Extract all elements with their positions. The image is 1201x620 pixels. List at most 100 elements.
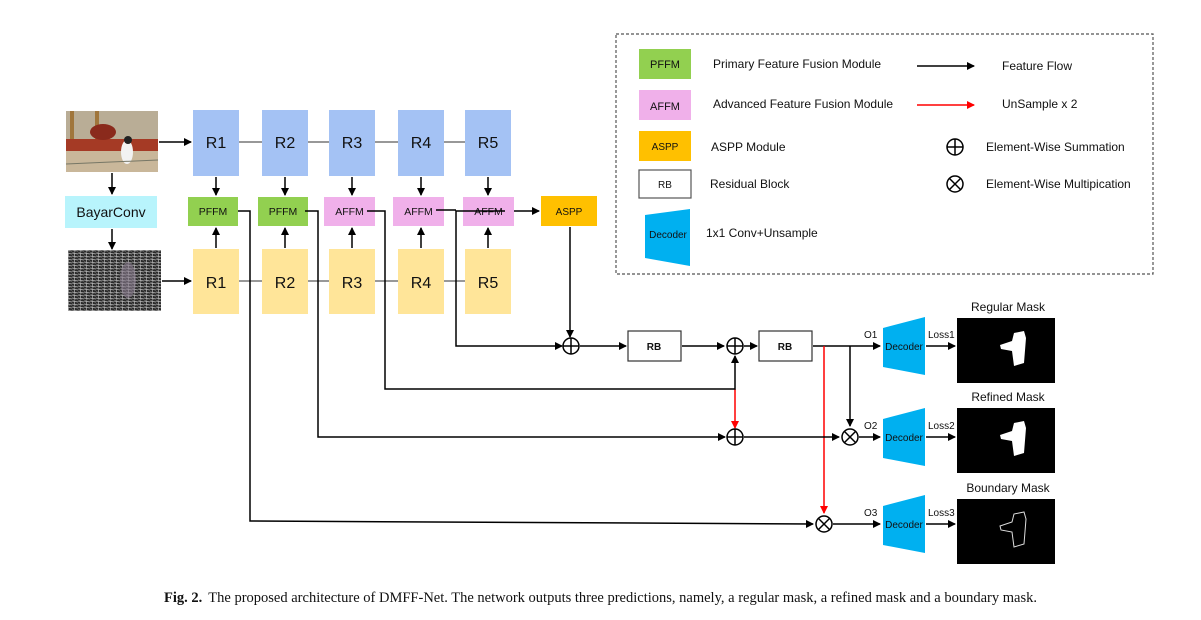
rb-block-1 bbox=[627, 330, 682, 362]
noise-block-label: R2 bbox=[275, 275, 296, 292]
pffm-block-2 bbox=[258, 197, 308, 226]
loss-label: Loss3 bbox=[928, 508, 955, 519]
legend-upsample-text: UnSample x 2 bbox=[1002, 97, 1078, 111]
rgb-block-2 bbox=[262, 110, 308, 176]
legend-flow-upsample: UnSample x 2 bbox=[917, 97, 1078, 111]
legend-flow-mul: Element-Wise Multipication bbox=[946, 175, 1131, 193]
affm-swatch-label: AFFM bbox=[650, 101, 680, 113]
rb-swatch bbox=[638, 169, 692, 199]
rgb-block-label: R4 bbox=[411, 135, 432, 152]
legend-item-aspp: ASPP ASPP Module bbox=[639, 131, 786, 161]
legend-border bbox=[615, 33, 1154, 275]
mask-title: Refined Mask bbox=[971, 390, 1045, 404]
noise-block-label: R3 bbox=[342, 275, 363, 292]
rb-block-2 bbox=[758, 330, 813, 362]
mask-title: Regular Mask bbox=[971, 300, 1046, 314]
skip-connections bbox=[238, 209, 814, 528]
output-port-label: O3 bbox=[864, 508, 878, 519]
rgb-block-1 bbox=[193, 110, 239, 176]
decoder-block-1 bbox=[883, 317, 925, 375]
fusion-block-label: AFFM bbox=[335, 206, 364, 218]
mult-node-3-icon bbox=[815, 515, 833, 533]
boundary-shape bbox=[999, 511, 1027, 548]
legend-item-rb: RB Residual Block bbox=[638, 169, 790, 199]
sum-node-3-icon bbox=[726, 428, 744, 446]
noise-block-4 bbox=[398, 249, 444, 314]
noise-block-label: R4 bbox=[411, 275, 432, 292]
rgb-block-4 bbox=[398, 110, 444, 176]
mask-shape bbox=[1000, 331, 1026, 366]
legend-flow-sum: Element-Wise Summation bbox=[946, 138, 1125, 156]
noise-block-label: R5 bbox=[478, 275, 499, 292]
noise-block-label: R1 bbox=[206, 275, 227, 292]
aspp-swatch-label: ASPP bbox=[652, 142, 679, 153]
mult-node-2-icon bbox=[841, 428, 859, 446]
mask-title: Boundary Mask bbox=[966, 481, 1050, 495]
affm-block-4 bbox=[393, 197, 444, 226]
rb-label: RB bbox=[778, 342, 792, 353]
noise-block-1 bbox=[193, 249, 239, 314]
fusion-block-label: PFFM bbox=[269, 206, 298, 218]
decoder-label: Decoder bbox=[885, 520, 923, 531]
circle-times-icon bbox=[946, 175, 964, 193]
rgb-block-5 bbox=[465, 110, 511, 176]
legend-pffm-text: Primary Feature Fusion Module bbox=[713, 57, 881, 71]
caption-label: Fig. 2. bbox=[164, 590, 203, 606]
legend-item-decoder: Decoder 1x1 Conv+Unsample bbox=[645, 209, 818, 266]
decoder-swatch bbox=[645, 209, 690, 266]
legend-mul-text: Element-Wise Multipication bbox=[986, 177, 1131, 191]
mask-image-1 bbox=[957, 318, 1055, 383]
bayarconv-label: BayarConv bbox=[76, 204, 145, 220]
decoder-swatch-label: Decoder bbox=[649, 230, 687, 241]
legend-decoder-text: 1x1 Conv+Unsample bbox=[706, 226, 818, 240]
bayarconv-block bbox=[65, 196, 157, 228]
fusion-block-label: AFFM bbox=[404, 206, 433, 218]
caption-text: The proposed architecture of DMFF-Net. T… bbox=[208, 590, 1037, 606]
mask-shape bbox=[1000, 421, 1026, 456]
affm-swatch bbox=[639, 90, 691, 120]
legend-item-pffm: PFFM Primary Feature Fusion Module bbox=[639, 49, 881, 79]
noise-block-3 bbox=[329, 249, 375, 314]
sum-node-1-icon bbox=[562, 337, 580, 355]
pffm-swatch-label: PFFM bbox=[650, 59, 680, 71]
rgb-block-label: R3 bbox=[342, 135, 363, 152]
noise-block-2 bbox=[262, 249, 308, 314]
loss-label: Loss1 bbox=[928, 330, 955, 341]
circle-plus-icon bbox=[946, 138, 964, 156]
noise-block-5 bbox=[465, 249, 511, 314]
legend-flow-feature: Feature Flow bbox=[917, 59, 1072, 73]
aspp-block bbox=[541, 196, 597, 226]
figure-caption: Fig. 2. The proposed architecture of DMFF… bbox=[0, 590, 1201, 607]
affm-block-3 bbox=[324, 197, 375, 226]
fusion-block-label: AFFM bbox=[474, 206, 503, 218]
fusion-block-label: PFFM bbox=[199, 206, 228, 218]
rgb-input-image bbox=[65, 111, 159, 172]
rb-swatch-label: RB bbox=[658, 180, 672, 191]
noise-input-image bbox=[68, 250, 161, 311]
rgb-block-label: R5 bbox=[478, 135, 499, 152]
decoder-label: Decoder bbox=[885, 433, 923, 444]
aspp-label: ASPP bbox=[556, 207, 583, 218]
aspp-swatch bbox=[639, 131, 691, 161]
legend: PFFM Primary Feature Fusion Module AFFM … bbox=[615, 33, 1154, 275]
legend-sum-text: Element-Wise Summation bbox=[986, 140, 1125, 154]
mask-image-2 bbox=[957, 408, 1055, 473]
legend-affm-text: Advanced Feature Fusion Module bbox=[713, 97, 893, 111]
output-port-label: O1 bbox=[864, 330, 878, 341]
legend-feature-flow-text: Feature Flow bbox=[1002, 59, 1072, 73]
rb-label: RB bbox=[647, 342, 661, 353]
pffm-block-1 bbox=[188, 197, 238, 226]
decoder-label: Decoder bbox=[885, 342, 923, 353]
rgb-block-3 bbox=[329, 110, 375, 176]
legend-aspp-text: ASPP Module bbox=[711, 140, 786, 154]
legend-item-affm: AFFM Advanced Feature Fusion Module bbox=[639, 90, 893, 120]
sum-node-2-icon bbox=[726, 337, 744, 355]
rgb-block-label: R1 bbox=[206, 135, 227, 152]
decoder-block-3 bbox=[883, 495, 925, 553]
rgb-block-label: R2 bbox=[275, 135, 296, 152]
output-port-label: O2 bbox=[864, 421, 878, 432]
loss-label: Loss2 bbox=[928, 421, 955, 432]
decoder-block-2 bbox=[883, 408, 925, 466]
legend-rb-text: Residual Block bbox=[710, 177, 790, 191]
